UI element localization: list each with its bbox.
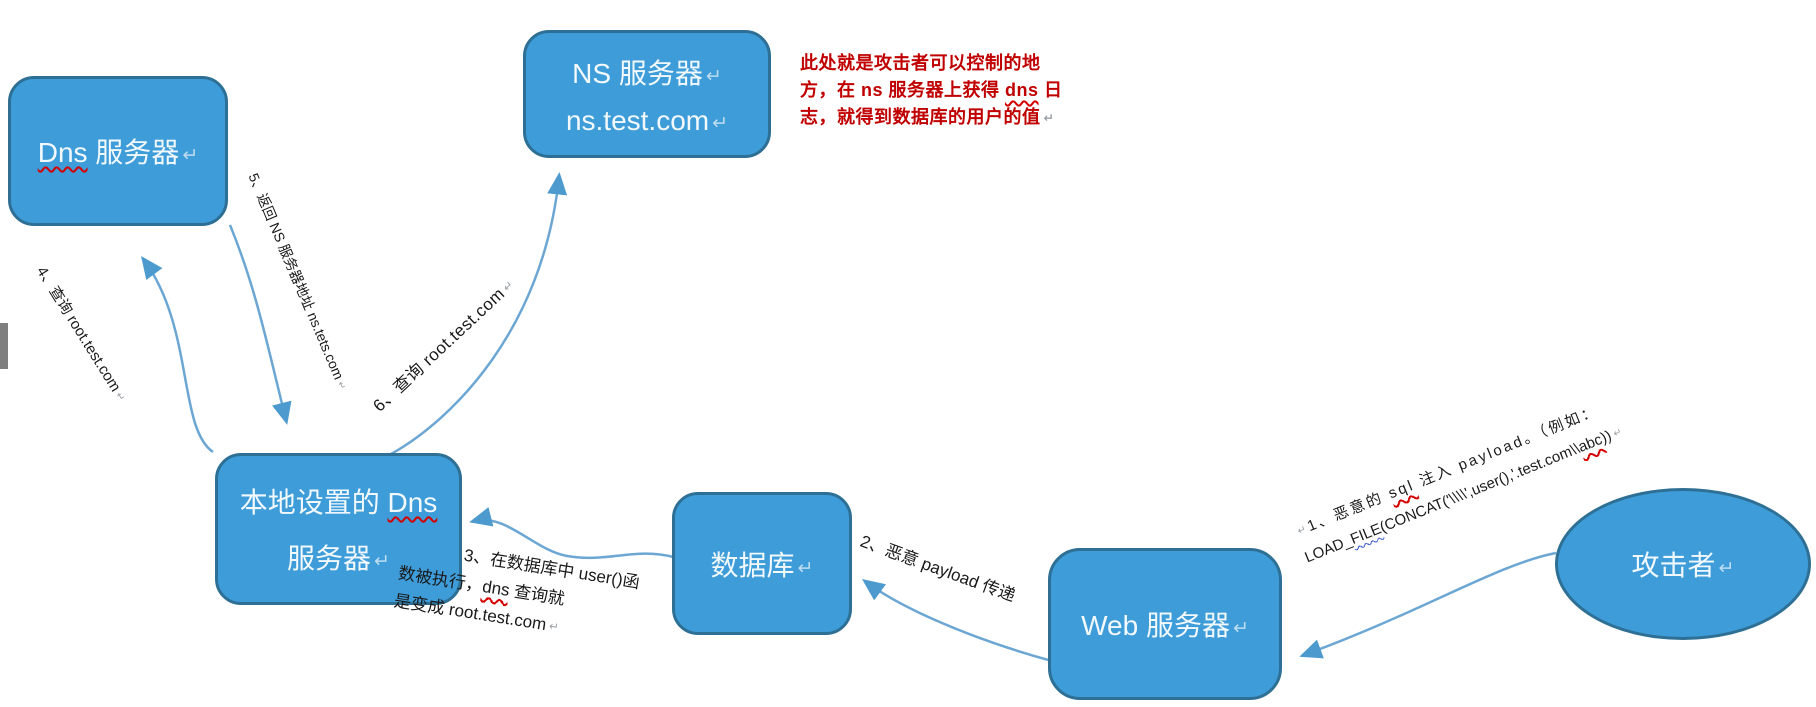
node-web-server[interactable]: Web 服务器↵	[1048, 548, 1282, 700]
edge-1-attacker-to-web	[1299, 551, 1557, 659]
node-local-dns-line1: 本地设置的 Dns	[239, 487, 438, 518]
node-database-label: 数据库↵	[710, 549, 814, 581]
node-attacker-label: 攻击者↵	[1631, 550, 1735, 581]
node-ns-server-host: ns.test.com↵	[565, 104, 729, 136]
node-dns-server-label: Dns 服务器↵	[37, 137, 199, 168]
left-edge-bar	[0, 323, 8, 369]
return-mark-icon: ↵	[374, 551, 390, 572]
return-mark-icon: ↵	[712, 112, 729, 134]
node-ns-server[interactable]: NS 服务器↵ ns.test.com↵	[523, 30, 771, 158]
edge-2-web-to-db	[861, 579, 1053, 663]
edge-4-local-to-dns	[141, 255, 214, 454]
node-dns-server[interactable]: Dns 服务器↵	[8, 76, 228, 226]
annotation-line1: 此处就是攻击者可以控制的地	[800, 53, 1041, 73]
annotation-line3: 志，就得到数据库的用户的值↵	[800, 107, 1055, 127]
edge-3-db-to-local	[469, 507, 674, 560]
node-local-dns-server[interactable]: 本地设置的 Dns 服务器↵	[215, 453, 462, 605]
return-mark-icon: ↵	[1043, 111, 1055, 125]
node-ns-server-title: NS 服务器↵	[572, 57, 722, 89]
node-web-server-label: Web 服务器↵	[1081, 610, 1249, 641]
return-mark-icon: ↵	[1718, 558, 1735, 579]
annotation-attacker-control: 此处就是攻击者可以控制的地 方，在 ns 服务器上获得 dns 日 志，就得到数…	[800, 50, 1070, 132]
return-mark-icon: ↵	[705, 65, 722, 87]
return-mark-icon: ↵	[797, 557, 814, 579]
return-mark-icon: ↵	[1232, 618, 1249, 639]
annotation-line2: 方，在 ns 服务器上获得 dns 日	[800, 80, 1063, 100]
node-attacker[interactable]: 攻击者↵	[1555, 488, 1811, 640]
return-mark-icon: ↵	[182, 145, 199, 166]
node-local-dns-line2: 服务器↵	[287, 543, 390, 574]
edge-5-dns-to-local	[228, 224, 292, 425]
return-mark-icon: ↵	[548, 620, 560, 635]
node-database[interactable]: 数据库↵	[672, 492, 852, 635]
edge-6-local-to-ns	[390, 172, 568, 456]
